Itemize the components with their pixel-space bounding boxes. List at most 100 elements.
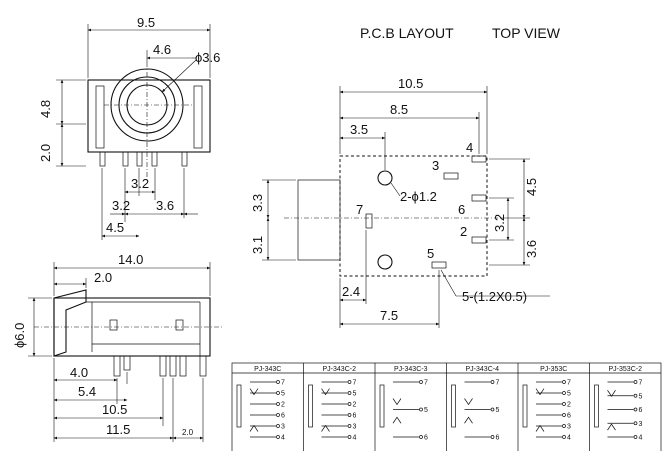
- side-view: 14.0 2.0 ϕ6.0 4.0 5.4 10.5 11.5 2.0: [12, 252, 222, 442]
- pcb-pin-label-6: 6: [458, 202, 465, 217]
- dim-pin-pitch-left: 3.2: [112, 198, 130, 213]
- schematic-model-label: PJ-343C: [254, 366, 281, 373]
- front-pin-2: [122, 151, 129, 167]
- dim-pin-pitch-center: 3.2: [131, 176, 149, 191]
- dim-pcb-to-pin4: 8.5: [390, 102, 408, 117]
- schematic-model-label: PJ-353C-2: [609, 366, 643, 373]
- dim-pcb-right-mid: 3.2: [492, 214, 507, 232]
- side-pin-3: [159, 355, 167, 377]
- schematic-pin-label: 7: [567, 380, 571, 387]
- dim-tail: 2.0: [182, 428, 194, 437]
- front-pin-5: [181, 151, 188, 167]
- schematic-pin-label: 5: [496, 407, 500, 414]
- dim-pcb-left-lower: 3.1: [250, 236, 265, 254]
- schematic-pin-label: 5: [353, 391, 357, 398]
- pcb-hole-lower: [377, 254, 393, 270]
- dim-pcb-bottom-b: 7.5: [380, 308, 398, 323]
- front-pin-4: [151, 151, 158, 167]
- schematic-pin-label: 2: [567, 402, 571, 409]
- schematic-model-label: PJ-343C-4: [466, 366, 500, 373]
- front-pin-3: [136, 151, 143, 167]
- dim-side-length: 14.0: [118, 252, 143, 267]
- front-right-rib: [193, 85, 203, 149]
- dim-height-lower: 2.0: [38, 144, 53, 162]
- schematic-pin-label: 4: [567, 435, 571, 442]
- top-view-title: TOP VIEW: [492, 25, 561, 41]
- dim-pcb-right-upper: 4.5: [524, 178, 539, 196]
- dim-pcb-to-holes: 3.5: [350, 122, 368, 137]
- side-window-2: [175, 319, 184, 331]
- schematic-pin-label: 5: [281, 391, 285, 398]
- pcb-layout-title: P.C.B LAYOUT: [360, 25, 454, 41]
- dim-pin-pitch-right: 3.6: [156, 198, 174, 213]
- schematic-model-label: PJ-353C: [540, 366, 567, 373]
- schematic-pin-label: 7: [639, 380, 643, 387]
- dim-hole-dia: ϕ3.6: [195, 50, 220, 65]
- dim-front-width: 9.5: [137, 15, 155, 30]
- schematic-pin-label: 4: [281, 435, 285, 442]
- dim-pcb-slots: 5-(1.2X0.5): [462, 289, 527, 304]
- schematic-pin-label: 7: [496, 380, 500, 387]
- schematic-cell: 7 5 2 6 3 4: [236, 380, 285, 442]
- schematic-pin-label: 5: [424, 407, 428, 414]
- dim-pcb-right-lower: 3.6: [524, 240, 539, 258]
- front-left-rib: [95, 85, 105, 149]
- pcb-slot-7: [365, 213, 373, 229]
- schematic-pin-label: 2: [281, 402, 285, 409]
- pcb-slot-5: [431, 261, 447, 269]
- dim-height-upper: 4.8: [38, 100, 53, 118]
- dim-pin-b: 5.4: [78, 384, 96, 399]
- dim-front-depth: 2.0: [94, 270, 112, 285]
- schematic-pin-label: 6: [567, 413, 571, 420]
- schematic-pin-label: 5: [567, 391, 571, 398]
- pcb-pin-label-2: 2: [460, 224, 467, 239]
- pcb-front-tab: [297, 179, 341, 261]
- schematic-pin-label: 4: [353, 435, 357, 442]
- dim-pcb-left-upper: 3.3: [250, 194, 265, 212]
- schematic-pin-label: 4: [639, 435, 643, 442]
- pcb-pin-label-7: 7: [356, 202, 363, 217]
- pcb-pin-label-5: 5: [427, 246, 434, 261]
- front-view: 9.5 4.6 ϕ3.6 4.8 2.0 3.2 3.2 3.6 4.5: [38, 15, 220, 240]
- dim-pcb-bottom-a: 2.4: [342, 284, 360, 299]
- schematic-pin-label: 3: [353, 424, 357, 431]
- dim-pin-c: 10.5: [102, 402, 127, 417]
- schematic-cell: 7 5 2 6 3 4: [522, 380, 571, 442]
- side-pin-6: [199, 355, 207, 377]
- schematic-pin-label: 6: [424, 435, 428, 442]
- side-front-flange: [53, 289, 87, 357]
- side-pin-2: [123, 355, 131, 371]
- schematic-pin-label: 3: [639, 421, 643, 428]
- schematic-pin-label: 6: [639, 407, 643, 414]
- side-window-1: [109, 319, 118, 331]
- dim-body-dia: ϕ6.0: [12, 323, 27, 348]
- dim-pcb-width: 10.5: [398, 76, 423, 91]
- pcb-slot-2: [471, 236, 487, 244]
- schematic-model-label: PJ-343C-2: [323, 366, 357, 373]
- schematic-cell: 7 5 6: [451, 380, 500, 442]
- front-body-outline: [87, 79, 211, 153]
- schematic-pin-label: 6: [496, 435, 500, 442]
- pcb-pin-label-4: 4: [466, 140, 473, 155]
- schematic-pin-label: 3: [281, 424, 285, 431]
- pcb-slot-6: [471, 194, 487, 202]
- schematic-pin-label: 3: [567, 424, 571, 431]
- dim-pcb-holes: 2-ϕ1.2: [400, 189, 437, 204]
- front-pin-1: [99, 151, 106, 167]
- schematic-pin-label: 6: [353, 413, 357, 420]
- schematic-pin-label: 5: [639, 393, 643, 400]
- schematic-pin-label: 7: [281, 380, 285, 387]
- dim-pin-a: 4.0: [70, 365, 88, 380]
- schematic-pin-label: 7: [424, 380, 428, 387]
- pcb-pin-label-3: 3: [432, 158, 439, 173]
- dim-pin-d: 11.5: [106, 422, 130, 437]
- schematic-cell: 7 5 6: [379, 380, 428, 442]
- dim-hole-offset: 4.6: [153, 42, 171, 57]
- pcb-hole-upper: [377, 170, 393, 186]
- side-pin-5: [179, 355, 187, 377]
- schematic-pin-label: 6: [281, 413, 285, 420]
- pcb-layout: 4 3 6 7 2 5 10.5 8.5 3.5 2-ϕ1.2 3.3 3.1 …: [250, 76, 550, 328]
- pcb-slot-3: [443, 172, 459, 180]
